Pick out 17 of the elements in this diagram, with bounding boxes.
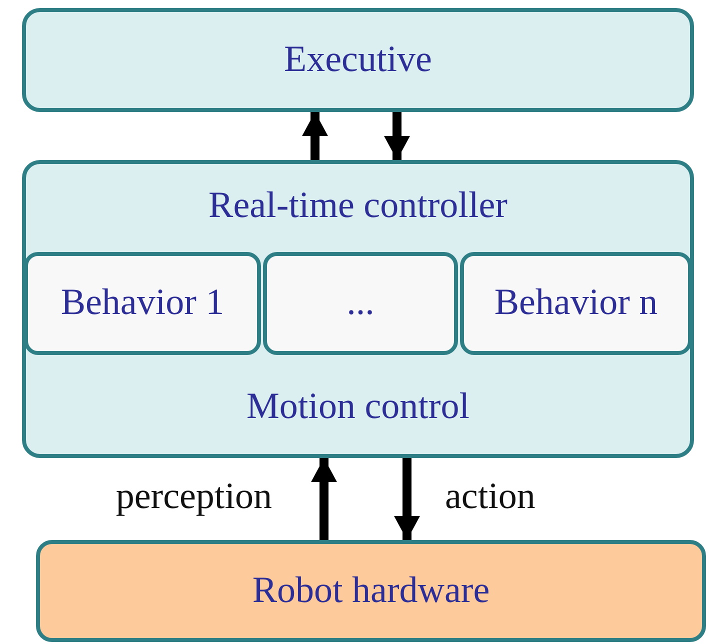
node-label: Executive	[284, 40, 432, 80]
arrow	[384, 112, 410, 160]
node-label: Behavior n	[494, 283, 658, 324]
node-label: Motion control	[246, 387, 470, 428]
node-label: ...	[346, 283, 374, 324]
node-label: Real-time controller	[208, 186, 508, 227]
behavior-box	[460, 252, 692, 355]
arrow	[311, 458, 337, 540]
node-label: Robot hardware	[252, 570, 490, 612]
arrow	[302, 112, 328, 160]
behavior-box	[24, 252, 261, 355]
process-box	[22, 8, 694, 112]
process-box	[36, 540, 706, 642]
process-box	[22, 160, 694, 458]
node-label: Behavior 1	[60, 283, 224, 324]
arrow	[394, 458, 420, 540]
behavior-box	[263, 252, 458, 355]
